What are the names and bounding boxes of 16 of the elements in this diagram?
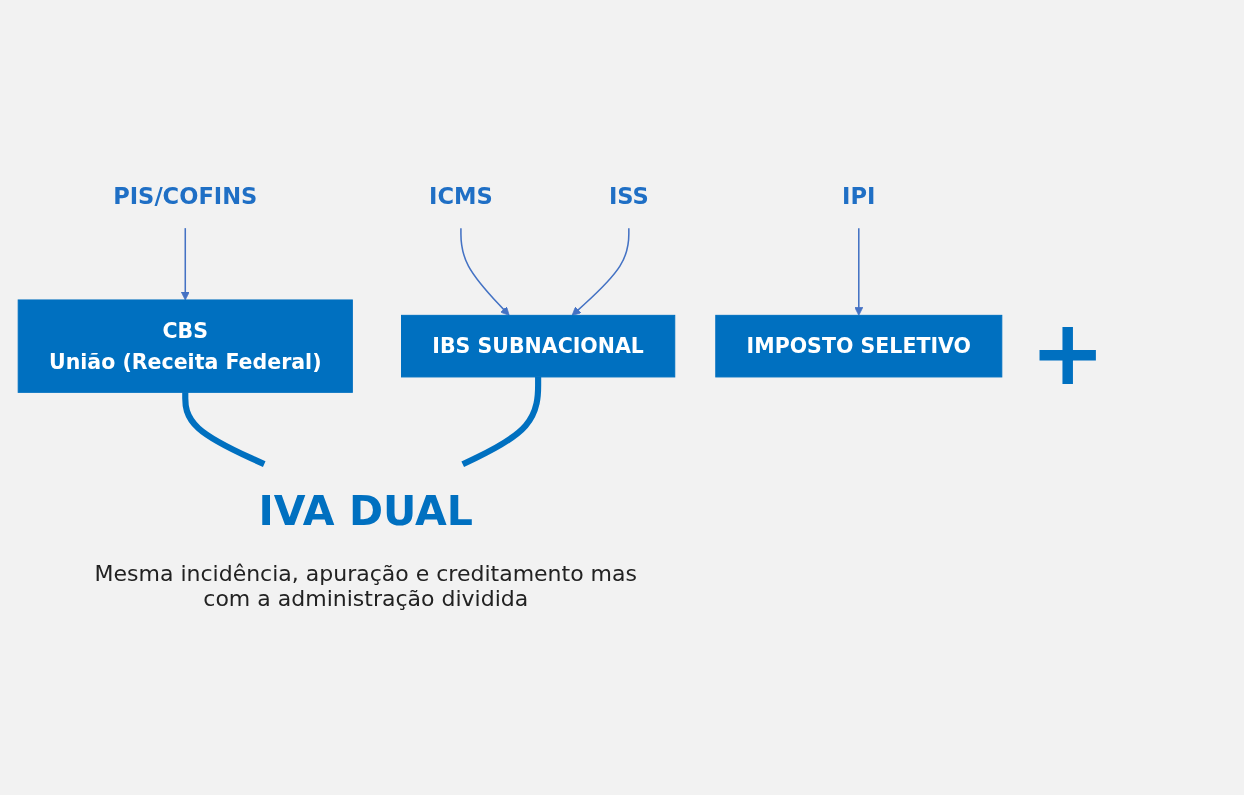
node-text: ICMS (429, 182, 493, 209)
node-text: IVA DUAL (258, 486, 473, 534)
arrow (180, 227, 190, 301)
node-text: IPI (842, 182, 876, 209)
arrow (854, 227, 864, 316)
node-box: CBS União (Receita Federal) (17, 299, 353, 393)
connector (461, 376, 542, 467)
node-text: PIS/COFINS (113, 182, 258, 209)
node-box: IBS SUBNACIONAL (401, 314, 676, 378)
node-box: IMPOSTO SELETIVO (715, 314, 1003, 378)
arrow (460, 227, 510, 316)
description-text: Mesma incidência, apuração e creditamento mas com a administração dividida (93, 560, 638, 611)
node-text: ISS (608, 182, 649, 209)
arrow (571, 227, 630, 316)
plus-sign: + (1030, 300, 1106, 405)
connector (182, 392, 266, 467)
